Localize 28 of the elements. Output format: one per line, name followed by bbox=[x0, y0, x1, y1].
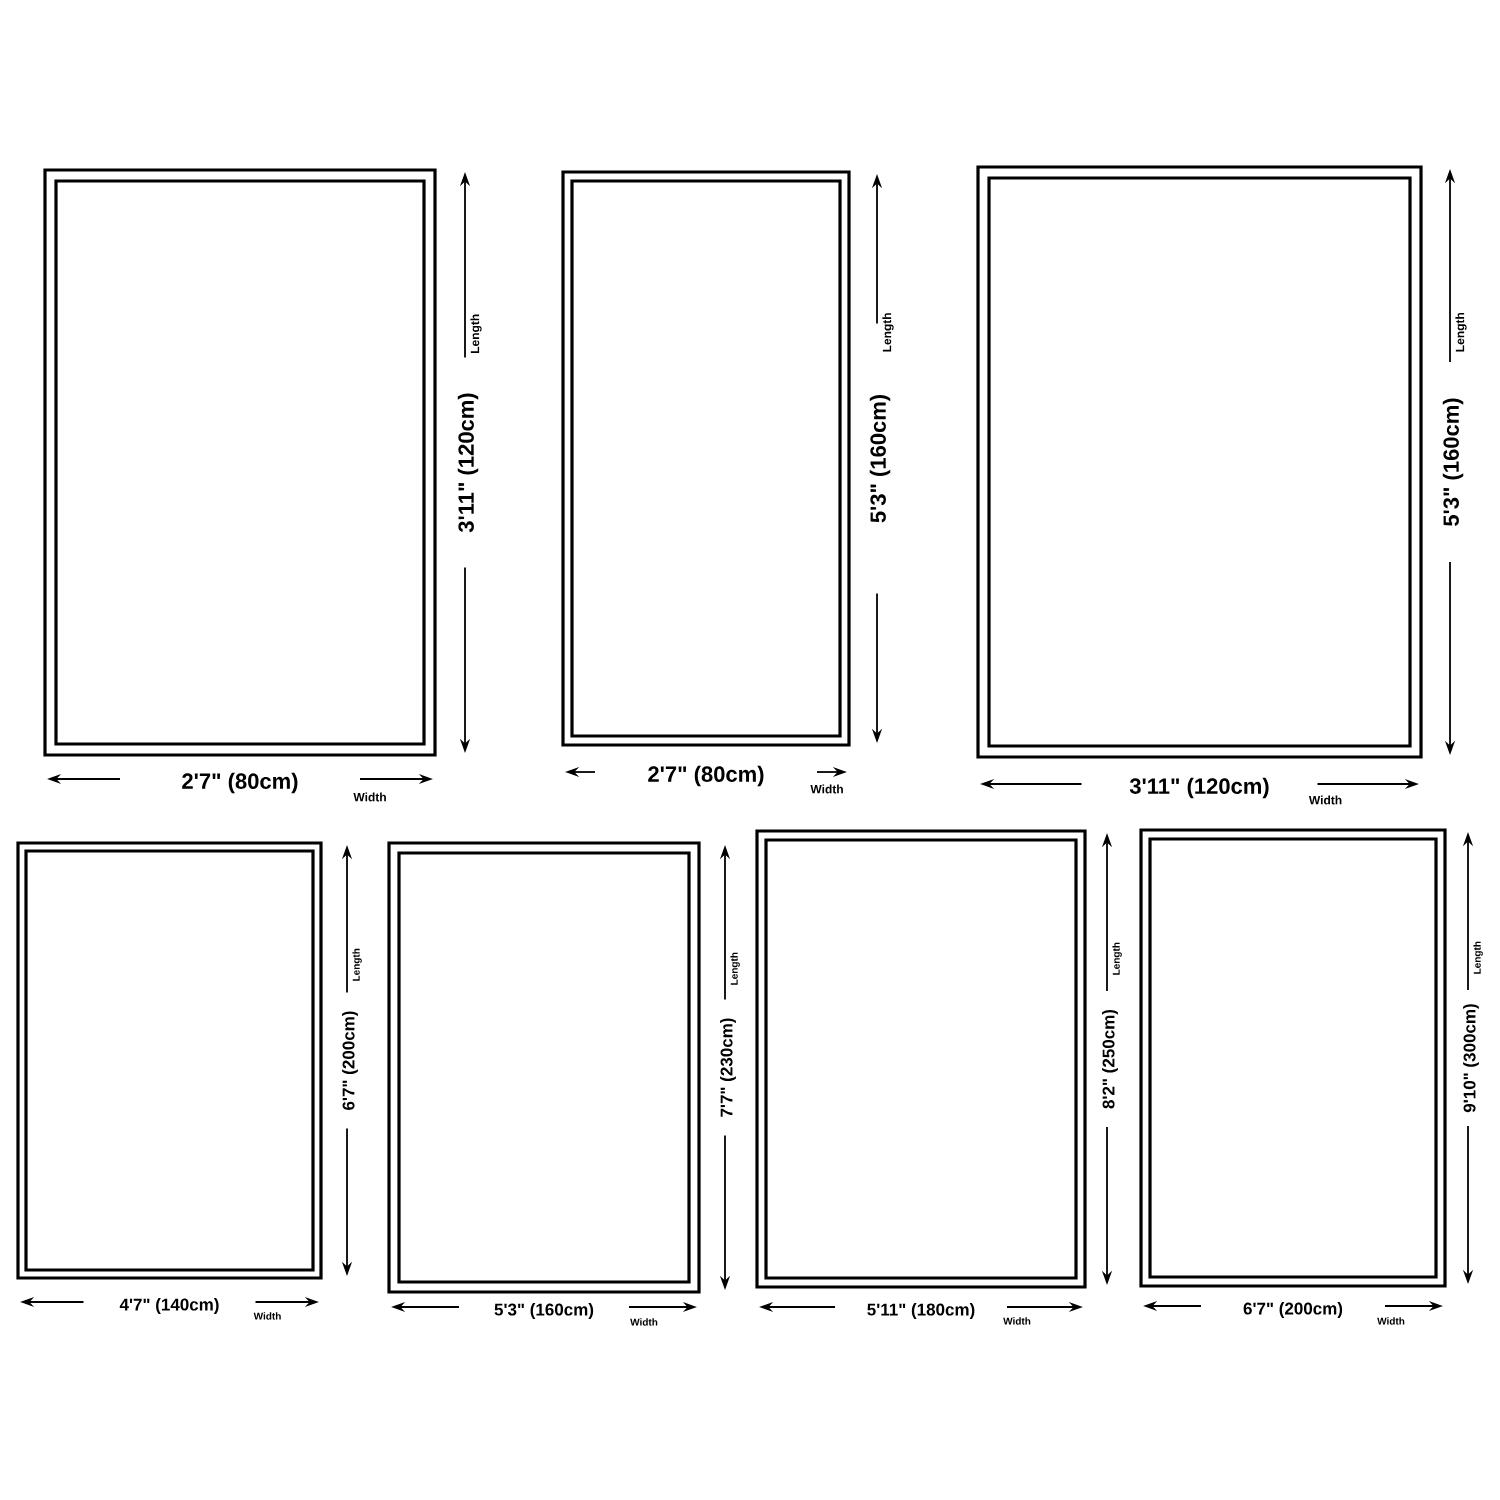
rug-outline bbox=[561, 170, 851, 747]
dimension-label: 3'11" (120cm) bbox=[1129, 777, 1269, 799]
axis-label: Length bbox=[730, 952, 740, 985]
rug-outline bbox=[387, 841, 701, 1294]
axis-label: Length bbox=[352, 948, 362, 981]
rug-outline bbox=[16, 841, 323, 1280]
axis-label: Length bbox=[470, 314, 482, 353]
dimension-label: 8'2" (250cm) bbox=[1102, 1009, 1118, 1109]
dimension-label: 7'7" (230cm) bbox=[720, 1018, 736, 1117]
axis-label: Length bbox=[882, 313, 894, 352]
rug-outline bbox=[43, 168, 437, 757]
axis-label: Width bbox=[353, 792, 386, 802]
rug-outline bbox=[1139, 828, 1447, 1288]
axis-label: Width bbox=[1308, 795, 1342, 805]
axis-label: Width bbox=[810, 784, 843, 794]
axis-label: Width bbox=[253, 1312, 281, 1320]
dimension-label: 2'7" (80cm) bbox=[648, 765, 764, 787]
axis-label: Length bbox=[1473, 941, 1483, 974]
axis-label: Width bbox=[630, 1318, 658, 1326]
rug-outline bbox=[976, 165, 1423, 759]
axis-label: Length bbox=[1455, 312, 1467, 352]
rug-outline bbox=[755, 829, 1087, 1289]
axis-label: Width bbox=[1003, 1317, 1031, 1325]
dimension-label: 6'7" (200cm) bbox=[342, 1011, 358, 1110]
dimension-label: 2'7" (80cm) bbox=[182, 772, 298, 794]
dimension-label: 6'7" (200cm) bbox=[1243, 1302, 1343, 1318]
axis-label: Length bbox=[1112, 942, 1122, 975]
axis-label: Width bbox=[1377, 1317, 1405, 1325]
